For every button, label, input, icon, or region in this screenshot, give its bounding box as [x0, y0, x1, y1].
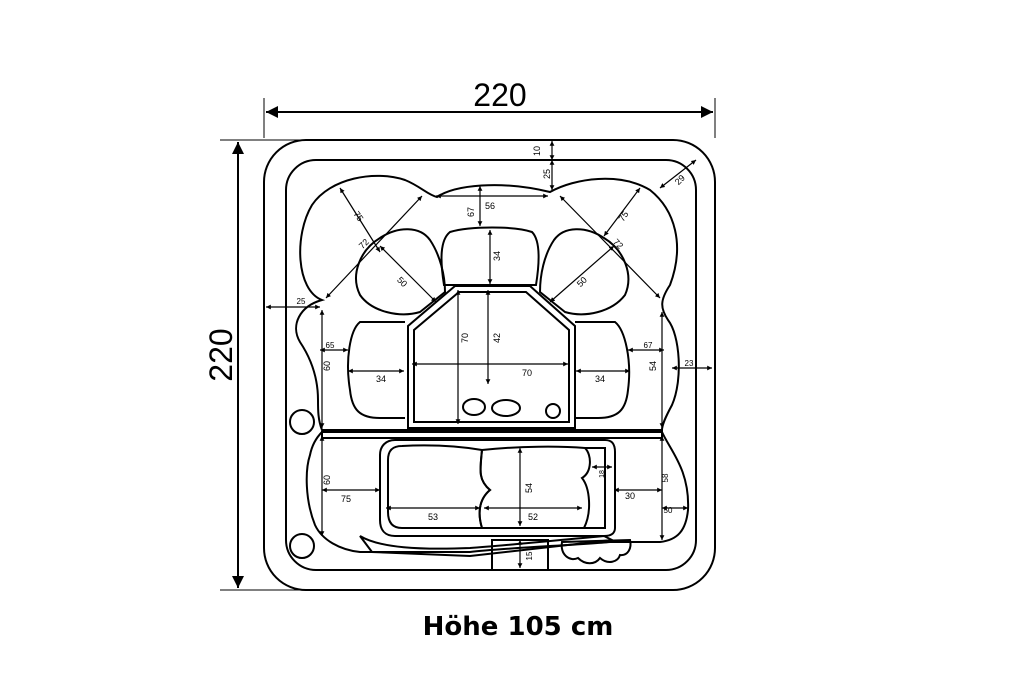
- footwell-nozzle-1: [462, 398, 486, 416]
- dim-72-right: 72: [611, 237, 625, 251]
- dim-54-right: 54: [648, 361, 658, 371]
- seat-top-head: [440, 226, 540, 286]
- lower-ledge: [321, 431, 663, 439]
- dim-52: 52: [528, 512, 538, 522]
- dim-50-right: 50: [575, 275, 589, 289]
- dim-25-top: 25: [542, 169, 552, 179]
- dim-54-lounge: 54: [524, 483, 534, 493]
- lounger-body: [478, 445, 591, 529]
- dim-65: 65: [326, 341, 335, 350]
- seat-left: [347, 321, 405, 419]
- dim-30: 30: [625, 491, 635, 501]
- dim-10: 10: [532, 146, 542, 156]
- footwell-outer: [407, 285, 576, 429]
- outer-shell: [263, 139, 716, 591]
- dim-34-left: 34: [376, 374, 386, 384]
- seat-upper-left: [355, 228, 447, 316]
- overall-height-label: 220: [203, 328, 239, 381]
- seat-right: [575, 321, 631, 419]
- lounger-outer: [379, 439, 616, 537]
- lounger-rest: [584, 447, 606, 529]
- dim-67-top: 67: [466, 207, 476, 217]
- dim-70-vertical: 70: [460, 333, 470, 343]
- scalloped-edge: [560, 538, 632, 565]
- dim-25-left: 25: [297, 297, 306, 306]
- dim-23: 23: [685, 359, 694, 368]
- dim-58: 58: [661, 473, 670, 482]
- dim-50-left: 50: [395, 275, 409, 289]
- dim-60-upper: 60: [322, 361, 332, 371]
- upper-basin: [295, 174, 680, 431]
- dim-53: 53: [428, 512, 438, 522]
- overall-width-label: 220: [473, 77, 526, 113]
- dim-56: 56: [485, 201, 495, 211]
- dim-75-left: 75: [351, 209, 365, 223]
- footwell-nozzle-2: [491, 399, 521, 417]
- lounger-footrest: [359, 534, 616, 558]
- dimension-labels: 10 25 29 75 72 67 56 75 72 34 50 50 25 6…: [297, 146, 694, 560]
- corner-circle-upper: [289, 409, 315, 435]
- corner-circle-lower: [289, 533, 315, 559]
- dim-70-horizontal: 70: [522, 368, 532, 378]
- dim-75-right: 75: [617, 209, 631, 223]
- dim-29: 29: [673, 173, 687, 187]
- dim-15: 15: [525, 551, 534, 560]
- dim-60-lower: 60: [322, 475, 332, 485]
- dim-34-head: 34: [492, 251, 502, 261]
- lounger-inner: [387, 444, 492, 529]
- dimension-annotations: [266, 141, 712, 568]
- footwell-nozzle-3: [545, 403, 561, 419]
- height-caption: Höhe 105 cm: [422, 612, 614, 642]
- overall-height-dimension: 220: [203, 139, 300, 591]
- dim-18: 18: [599, 470, 606, 478]
- dim-75-lower: 75: [341, 494, 351, 504]
- dim-34-right: 34: [595, 374, 605, 384]
- dim-72-left: 72: [357, 237, 371, 251]
- dim-67-right: 67: [644, 341, 653, 350]
- dim-50-lower: 50: [664, 506, 673, 515]
- overall-width-dimension: 220: [263, 77, 716, 138]
- footwell-inner: [413, 291, 570, 423]
- dim-42: 42: [492, 333, 502, 343]
